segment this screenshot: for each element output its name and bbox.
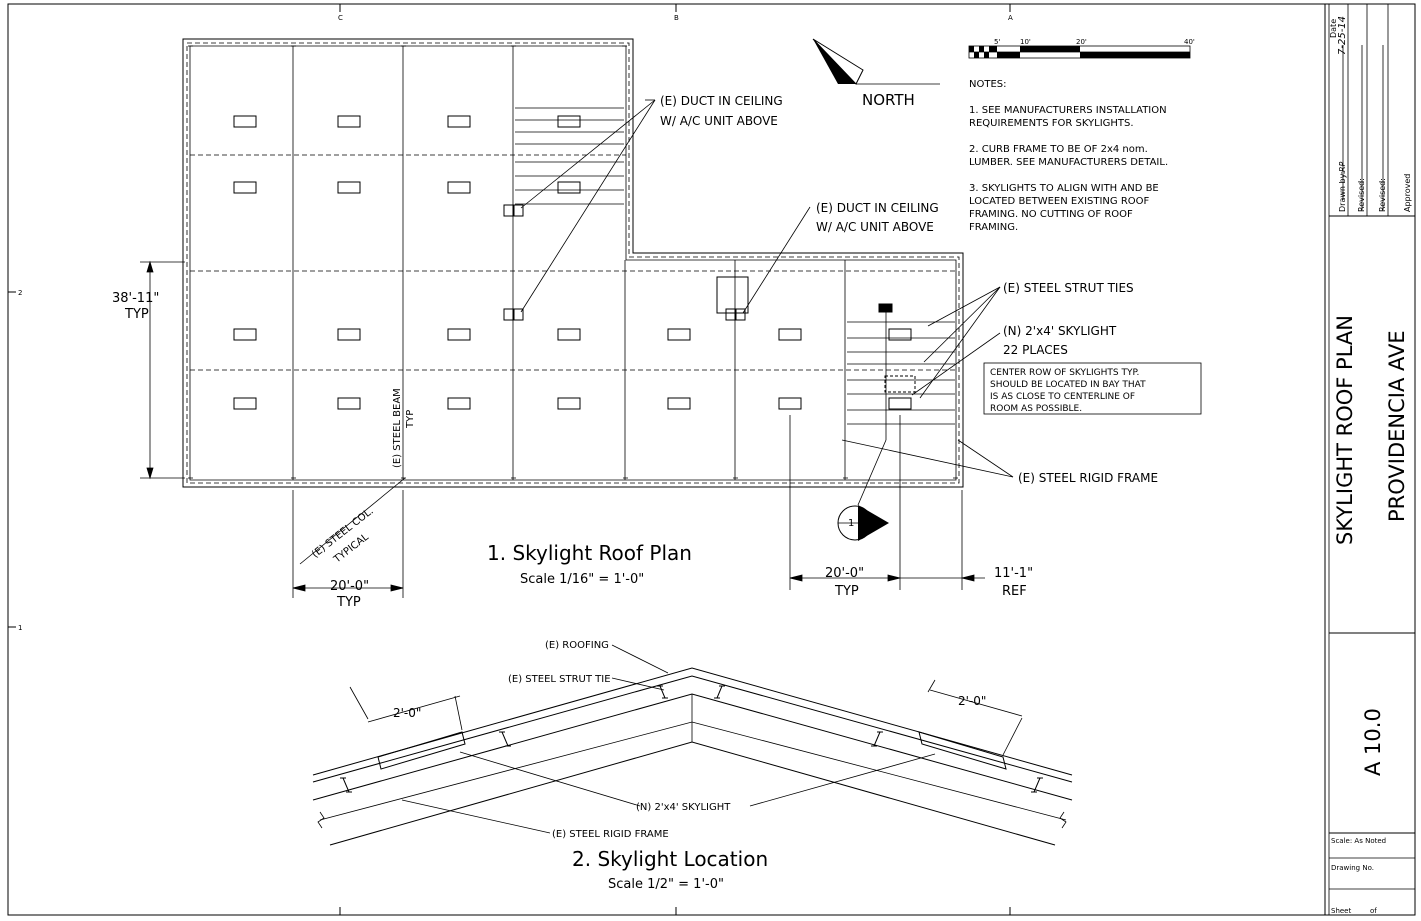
section-skylight-label: (N) 2'x4' SKYLIGHT — [636, 802, 731, 813]
notes: NOTES: 1. SEE MANUFACTURERS INSTALLATION… — [969, 79, 1168, 233]
duct-label-1-line2: W/ A/C UNIT ABOVE — [660, 114, 778, 128]
skylight-section: (E) ROOFING (E) STEEL STRUT TIE 2'-0" 2'… — [312, 640, 1073, 892]
section-leaders — [349, 644, 1023, 834]
dim-bay1-value: 20'-0" — [330, 579, 369, 594]
steel-beam-label-line2: TYP — [405, 410, 416, 429]
note-3-line4: FRAMING. — [969, 222, 1018, 233]
column-marks — [188, 45, 958, 479]
grid-mark-2: 2 — [18, 289, 22, 297]
center-note-line4: ROOM AS POSSIBLE. — [990, 404, 1082, 414]
plan-outline — [182, 38, 964, 488]
duct-label-2-line2: W/ A/C UNIT ABOVE — [816, 220, 934, 234]
center-note-line1: CENTER ROW OF SKYLIGHTS TYP. — [990, 368, 1139, 378]
section-marker — [837, 505, 889, 541]
rigid-frame-lines — [292, 46, 846, 480]
skylight-label-line2: 22 PLACES — [1003, 343, 1068, 357]
grid-marks: C B A 2 1 — [8, 4, 1013, 915]
note-3-line1: 3. SKYLIGHTS TO ALIGN WITH AND BE — [969, 183, 1159, 194]
dim-bay2-value: 20'-0" — [825, 566, 864, 581]
duct-units — [503, 204, 916, 393]
section-rigid-frame-label: (E) STEEL RIGID FRAME — [552, 829, 669, 840]
strut-ties-label: (E) STEEL STRUT TIES — [1003, 281, 1134, 295]
grid-mark-1: 1 — [18, 624, 22, 632]
dim-bay1-typ: TYP — [336, 595, 361, 610]
title-block: Date 7-25-14 Drawn by: RP Revised: Revis… — [1324, 4, 1415, 915]
scale-tick-40: 40' — [1184, 38, 1195, 46]
duct-label-2-line1: (E) DUCT IN CEILING — [816, 201, 939, 215]
section-marker-detail: 1 — [848, 518, 854, 529]
section-marker-sheet: 2 — [860, 518, 866, 529]
note-1-line2: REQUIREMENTS FOR SKYLIGHTS. — [969, 118, 1134, 129]
notes-title: NOTES: — [969, 79, 1007, 90]
note-2-line1: 2. CURB FRAME TO BE OF 2x4 nom. — [969, 144, 1148, 155]
sheet-title: SKYLIGHT ROOF PLAN — [1333, 315, 1357, 545]
sheet-number: A 10.0 — [1361, 708, 1385, 776]
note-3-line3: FRAMING. NO CUTTING OF ROOF — [969, 209, 1133, 220]
revised-label-2: Revised: — [1378, 178, 1387, 212]
scale-tick-10: 10' — [1020, 38, 1031, 46]
north-arrow: NORTH — [812, 38, 940, 109]
skylight-left — [377, 731, 466, 770]
grid-mark-c: C — [338, 14, 343, 22]
skylight-right — [918, 731, 1007, 770]
of-label: of — [1370, 907, 1377, 915]
strut-ties — [515, 107, 955, 425]
center-note-box — [983, 362, 1202, 415]
section-strut-tie-label: (E) STEEL STRUT TIE — [508, 674, 611, 685]
drawn-by-value: RP — [1338, 161, 1347, 172]
grid-mark-b: B — [674, 14, 679, 22]
dim-bay2-typ: TYP — [834, 584, 859, 599]
sheet-border — [7, 3, 1416, 916]
scale-tick-20: 20' — [1076, 38, 1087, 46]
revised-label-1: Revised: — [1357, 178, 1366, 212]
section-scale: Scale 1/2" = 1'-0" — [608, 877, 724, 892]
rigid-frame-label: (E) STEEL RIGID FRAME — [1018, 471, 1158, 485]
sheet-label: Sheet — [1331, 907, 1351, 915]
dim-height-value: 38'-11" — [112, 291, 159, 306]
graphic-scale: 5' 10' 20' 40' — [968, 38, 1195, 59]
date-value: 7-25-14 — [1337, 16, 1348, 55]
approved-label: Approved — [1403, 174, 1412, 212]
date-label: Date — [1329, 19, 1338, 38]
scale-label: Scale: As Noted — [1331, 837, 1386, 845]
section-roofing-label: (E) ROOFING — [545, 640, 609, 651]
section-dim-right: 2'-0" — [958, 694, 986, 708]
drawing-no-label: Drawing No. — [1331, 864, 1374, 872]
section-dim-left: 2'-0" — [393, 706, 421, 720]
scale-tick-5: 5' — [994, 38, 1000, 46]
north-label: NORTH — [862, 91, 915, 109]
dim-height-typ: TYP — [124, 307, 149, 322]
project-name: PROVIDENCIA AVE — [1385, 330, 1409, 522]
dimensions — [140, 260, 985, 598]
plan-scale: Scale 1/16" = 1'-0" — [520, 572, 644, 587]
note-2-line2: LUMBER. SEE MANUFACTURERS DETAIL. — [969, 157, 1168, 168]
center-note-line3: IS AS CLOSE TO CENTERLINE OF — [990, 392, 1135, 402]
duct-label-1-line1: (E) DUCT IN CEILING — [660, 94, 783, 108]
skylights — [233, 115, 912, 410]
leader-lines — [299, 99, 1014, 565]
note-1-line1: 1. SEE MANUFACTURERS INSTALLATION — [969, 105, 1167, 116]
skylight-label-line1: (N) 2'x4' SKYLIGHT — [1003, 324, 1117, 338]
note-3-line2: LOCATED BETWEEN EXISTING ROOF — [969, 196, 1150, 207]
purlins — [340, 685, 1043, 793]
steel-beam-label-line1: (E) STEEL BEAM — [392, 388, 403, 468]
dim-ref-value: 11'-1" — [994, 566, 1033, 581]
grid-mark-a: A — [1008, 14, 1013, 22]
plan-annotations: (E) DUCT IN CEILING W/ A/C UNIT ABOVE (E… — [112, 94, 1202, 610]
plan-title: 1. Skylight Roof Plan — [487, 541, 692, 565]
roof-plan — [140, 38, 1014, 598]
center-note-line2: SHOULD BE LOCATED IN BAY THAT — [990, 380, 1146, 390]
section-title: 2. Skylight Location — [572, 847, 768, 871]
dim-ref-label: REF — [1002, 584, 1027, 599]
drawn-by-label: Drawn by: — [1338, 172, 1347, 212]
